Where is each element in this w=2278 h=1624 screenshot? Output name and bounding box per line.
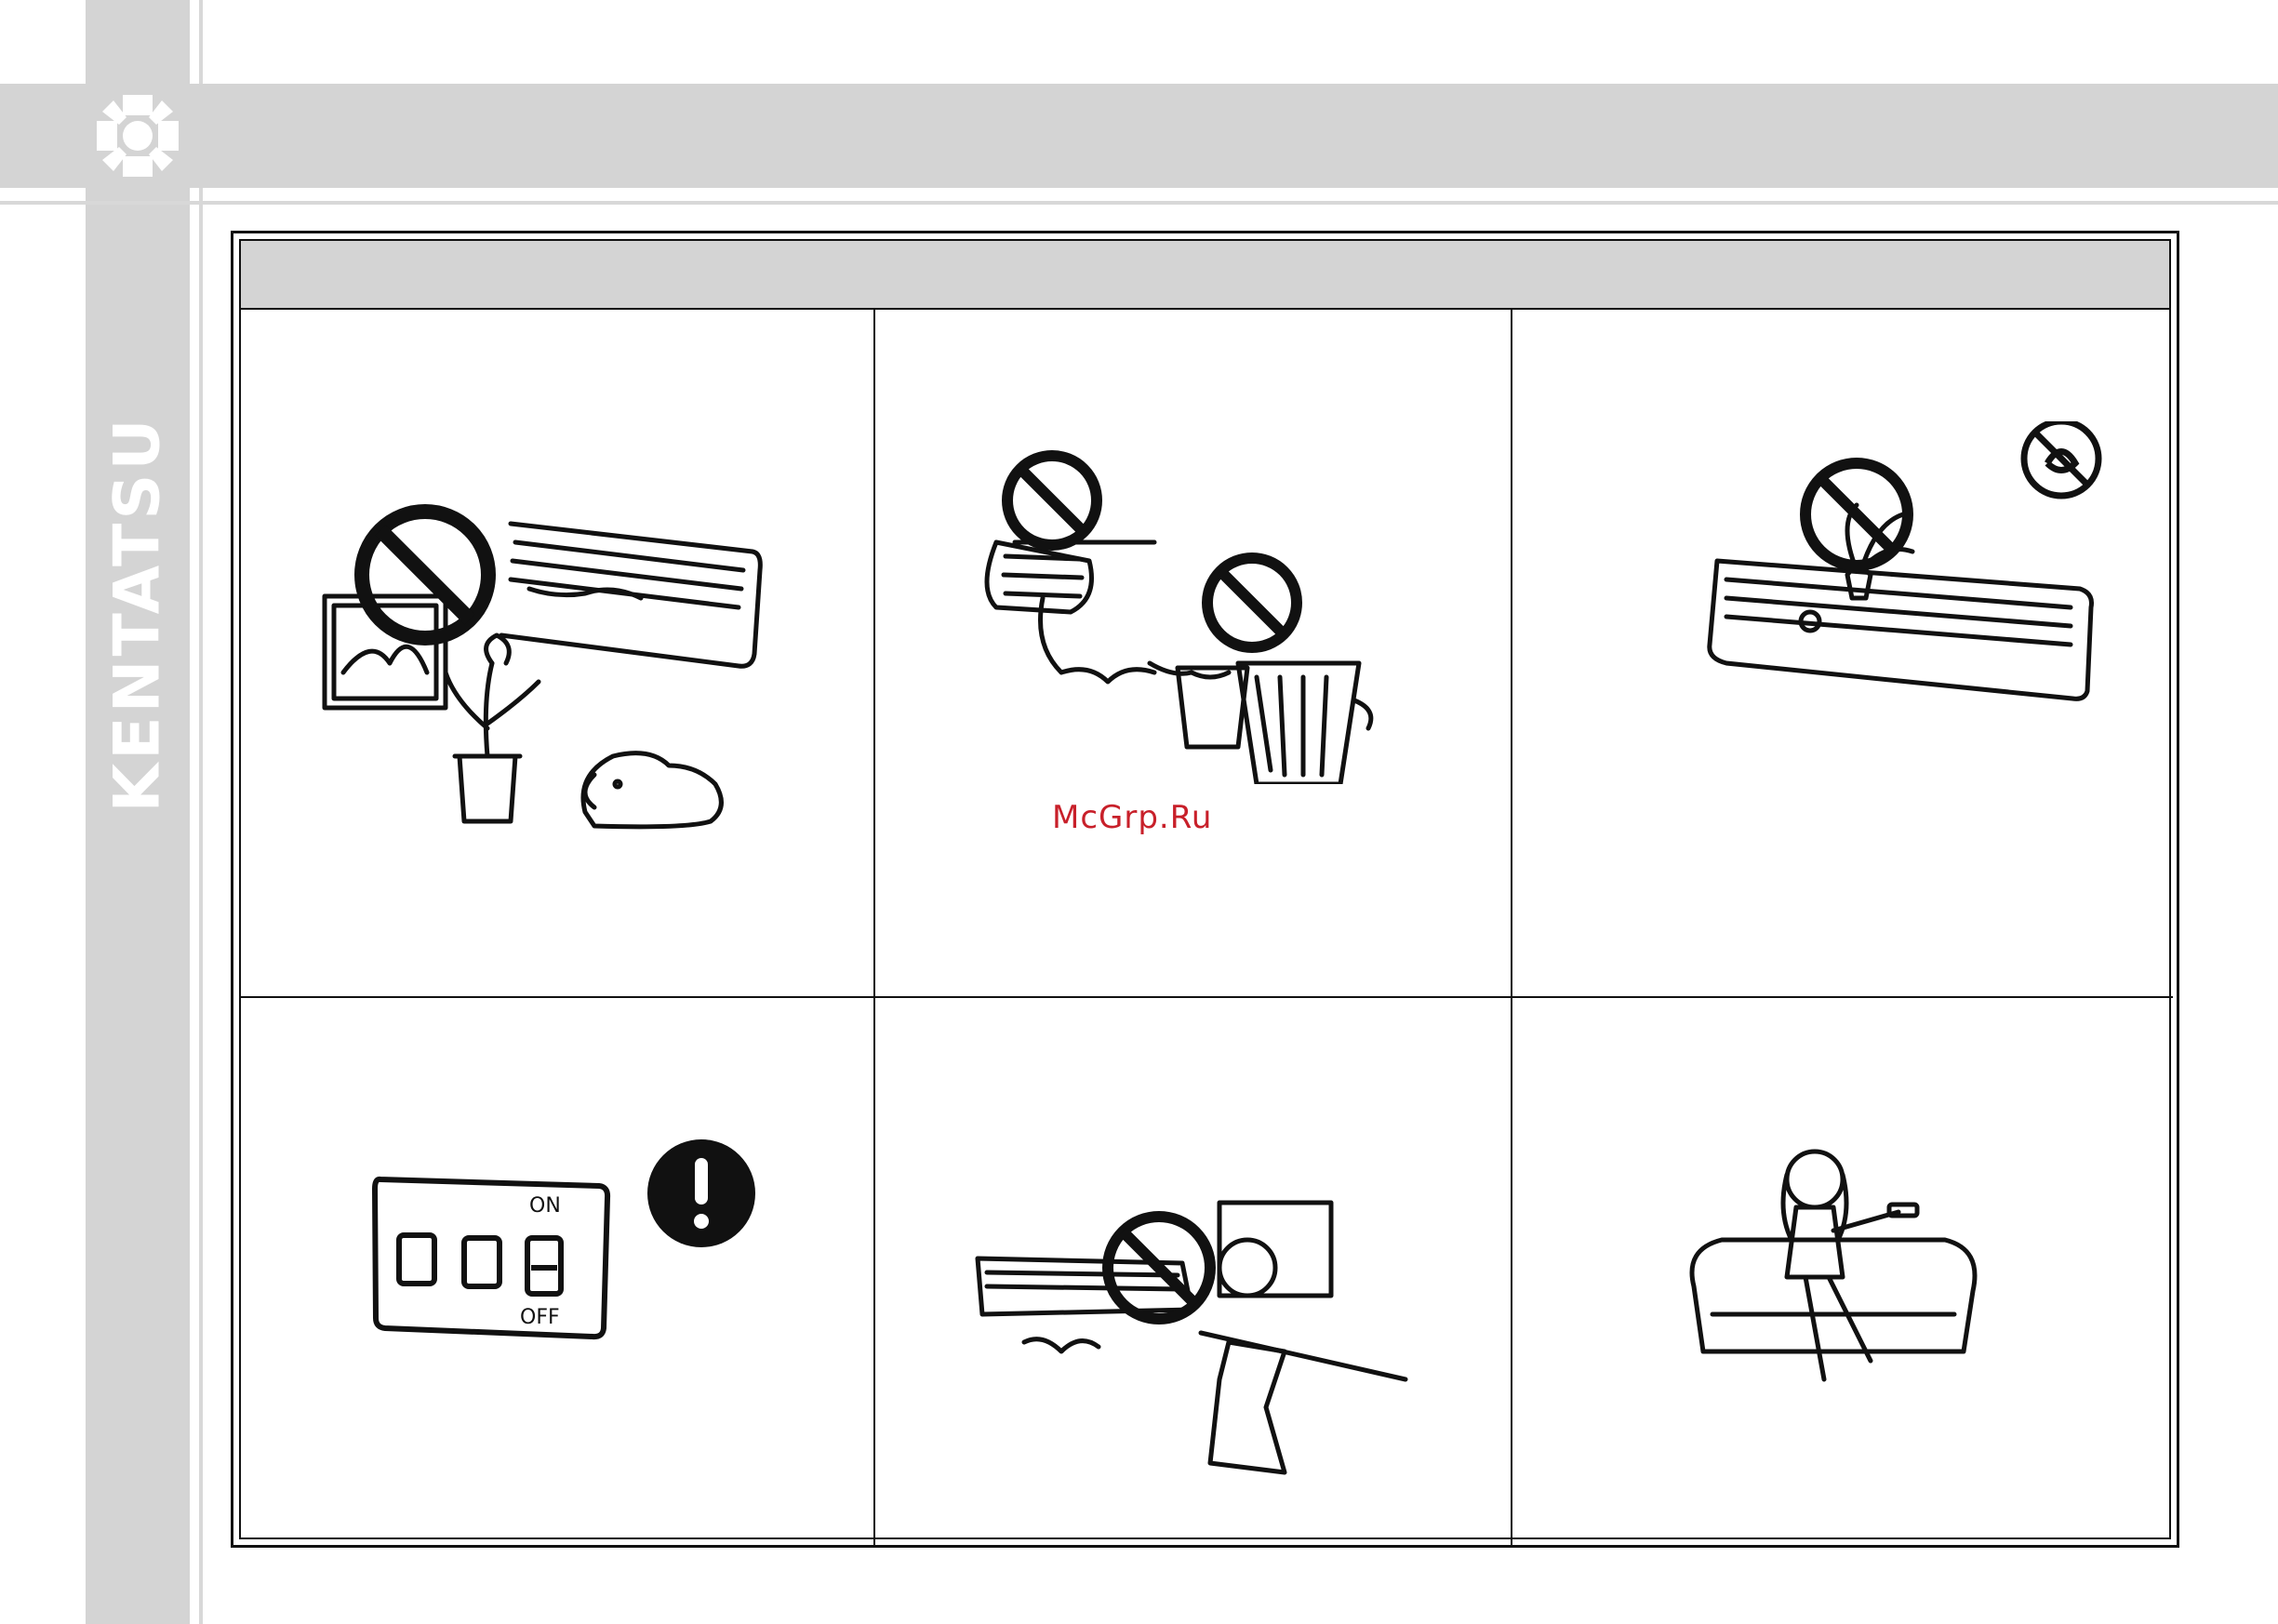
- cell-no-liquid: [1512, 310, 2173, 996]
- table-inner-border: McGrp.Ru: [239, 239, 2171, 1539]
- cell-no-water-near: [875, 998, 1511, 1547]
- side-divider: [199, 0, 203, 1624]
- prohibited-icon: [362, 512, 488, 638]
- no-water-near-illustration: [968, 1193, 1415, 1491]
- no-obstruct-illustration: [315, 486, 799, 877]
- top-divider: [0, 201, 2278, 205]
- brand-logo-icon: [86, 84, 190, 188]
- power-switch-illustration: ON OFF: [371, 1138, 762, 1351]
- no-objects-illustration: [959, 449, 1405, 784]
- brand-vertical-text: KENTATSU: [101, 415, 175, 812]
- prohibited-icon: [1108, 1217, 1210, 1319]
- warning-exclamation-icon: [647, 1139, 755, 1247]
- watermark-text: McGrp.Ru: [1052, 799, 1212, 836]
- instructions-table: McGrp.Ru: [231, 231, 2179, 1548]
- switch-on-label: ON: [529, 1194, 561, 1218]
- prohibited-icon: [1805, 463, 1908, 566]
- cell-no-objects: McGrp.Ru: [875, 310, 1511, 996]
- top-band: [0, 84, 2278, 188]
- cell-remote-control: [1512, 998, 2173, 1547]
- cell-no-obstruct: [241, 310, 873, 996]
- switch-off-label: OFF: [520, 1306, 560, 1329]
- remote-control-illustration: [1685, 1138, 1982, 1389]
- no-water-icon: [2024, 421, 2098, 496]
- cell-power-switch: ON OFF: [241, 998, 873, 1547]
- no-liquid-illustration: [1671, 421, 2117, 728]
- table-header-bar: [241, 241, 2169, 310]
- illustration-grid: McGrp.Ru: [241, 310, 2169, 1537]
